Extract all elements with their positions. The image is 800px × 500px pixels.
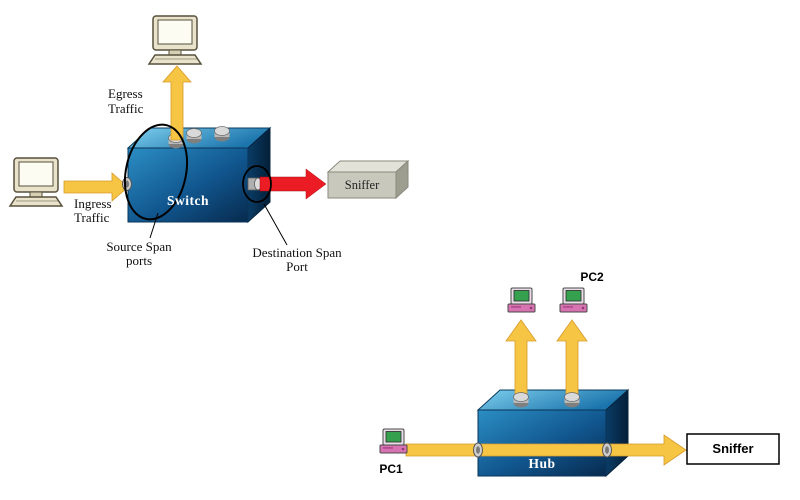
span-to-sniffer-arrow	[259, 168, 327, 200]
hub-top-port-icon	[564, 392, 580, 408]
hub-left-port-icon	[473, 442, 483, 458]
destination-span-label-line2: Port	[286, 259, 308, 274]
pc1-icon	[379, 428, 408, 454]
switch-top-port-icon	[186, 128, 202, 144]
egress-computer-icon	[148, 15, 202, 65]
source-span-annotation-ellipse	[124, 123, 188, 221]
egress-traffic-label-line2: Traffic	[108, 101, 144, 116]
hub-uplink-arrow-right	[556, 319, 588, 404]
ingress-traffic-label-line2: Traffic	[74, 210, 110, 225]
pc1-label: PC1	[379, 462, 403, 476]
egress-traffic-arrow	[162, 65, 192, 141]
source-span-leader-line	[149, 212, 159, 239]
switch-front-face	[127, 147, 249, 223]
hub-front-face	[477, 409, 607, 477]
hub-sniffer-box: Sniffer	[686, 433, 780, 465]
sniffer-label: Sniffer	[345, 178, 380, 192]
switch-top-port-icon	[214, 126, 230, 142]
sniffer-front-face	[327, 171, 397, 199]
hub-sniffer-rect	[686, 433, 780, 465]
sniffer-top-face	[326, 160, 410, 173]
hub-to-sniffer-arrow	[405, 434, 687, 466]
pc2-label: PC2	[580, 270, 604, 284]
sniffer-device: Sniffer	[326, 159, 410, 200]
destination-span-label-line1: Destination Span	[252, 245, 342, 260]
hub-uplink-arrow-left	[505, 319, 537, 404]
hub-sniffer-label: Sniffer	[712, 441, 753, 456]
span-diagram: Sniffer Switch Egress Traffic Ingress Tr…	[9, 15, 410, 274]
ingress-computer-icon	[9, 157, 63, 207]
egress-traffic-label-line1: Egress	[108, 86, 143, 101]
destination-span-annotation-circle	[242, 165, 272, 203]
ingress-traffic-label-line1: Ingress	[74, 196, 112, 211]
source-span-port-icon	[122, 177, 132, 191]
hub-label: Hub	[528, 456, 555, 471]
destination-span-port-icon	[247, 177, 262, 191]
hub-top-port-icon	[513, 392, 529, 408]
destination-span-leader-line	[263, 203, 288, 246]
pc-top-left-icon	[507, 287, 536, 313]
pc2-icon	[559, 287, 588, 313]
switch-label: Switch	[167, 193, 209, 208]
hub-diagram: Sniffer Hub PC2 PC1	[379, 270, 780, 478]
hub-top-face	[476, 389, 630, 411]
ingress-traffic-arrow	[63, 172, 129, 202]
source-span-label-line2: ports	[126, 253, 152, 268]
source-span-label-line1: Source Span	[106, 239, 172, 254]
hub-right-port-icon	[602, 442, 612, 458]
